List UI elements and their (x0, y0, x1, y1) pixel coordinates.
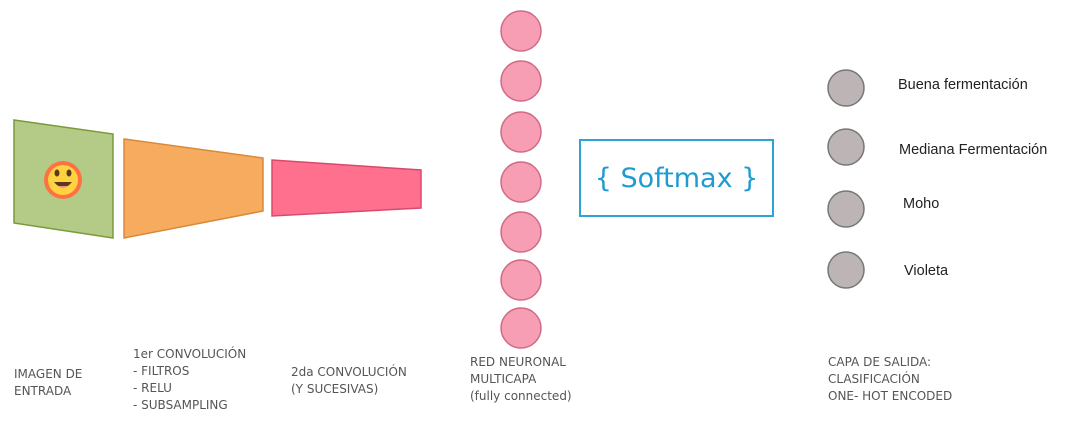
network-label: RED NEURONAL MULTICAPA (fully connected) (470, 355, 572, 403)
neuron (500, 60, 542, 102)
output-label-moho: Moho (903, 196, 940, 212)
neuron (500, 161, 542, 203)
output-layer-label: CAPA DE SALIDA: CLASIFICACIÓN ONE- HOT E… (828, 355, 953, 403)
softmax-label: { Softmax } (594, 162, 759, 194)
output-label-violeta: Violeta (904, 263, 949, 279)
output-nodes (827, 69, 865, 289)
output-label-buena: Buena fermentación (898, 77, 1028, 93)
conv2-block (271, 159, 422, 217)
neuron (500, 259, 542, 301)
conv2-label: 2da CONVOLUCIÓN (Y SUCESIVAS) (291, 365, 407, 396)
conv1-block (123, 138, 264, 239)
neuron (500, 111, 542, 153)
neuron (500, 307, 542, 349)
softmax-box: { Softmax } (579, 139, 774, 217)
neuron-column (500, 10, 542, 349)
smiley-face-icon (44, 161, 82, 199)
conv1-label: 1er CONVOLUCIÓN - FILTROS - RELU - SUBSA… (133, 347, 247, 412)
input-label: IMAGEN DE ENTRADA (14, 367, 83, 398)
output-node (827, 251, 865, 289)
neuron (500, 10, 542, 52)
output-label-mediana: Mediana Fermentación (899, 142, 1048, 158)
output-node (827, 128, 865, 166)
output-node (827, 69, 865, 107)
output-node (827, 190, 865, 228)
neuron (500, 211, 542, 253)
